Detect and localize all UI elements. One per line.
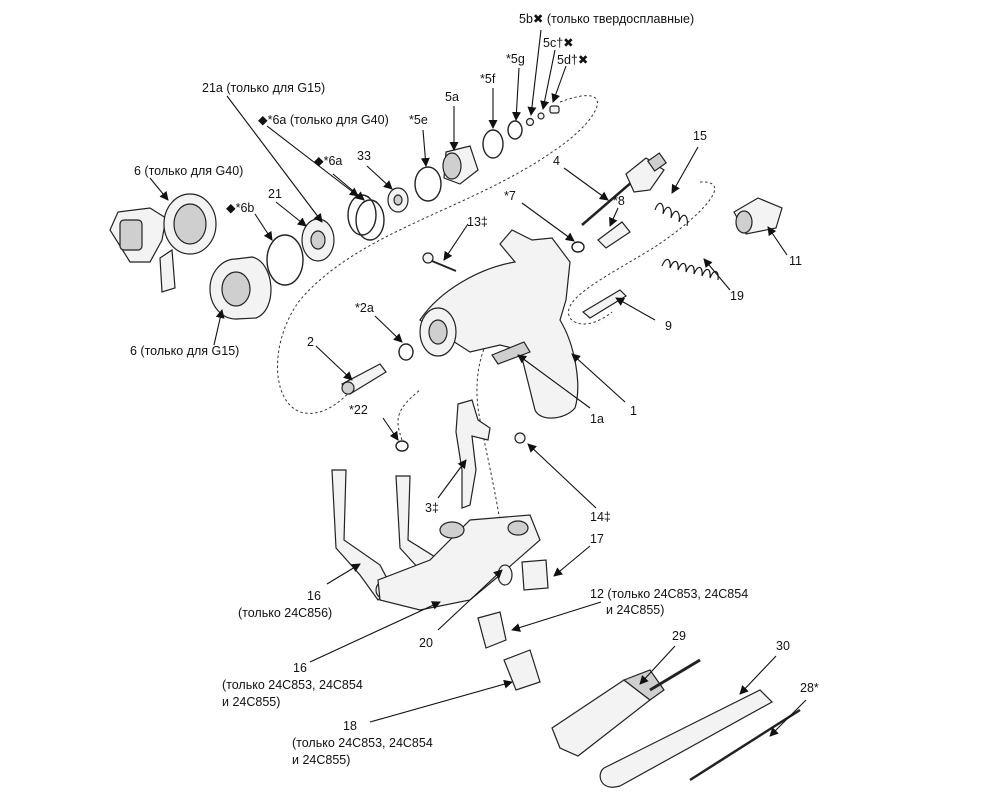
callout-16a-line1: 16 [307,589,321,603]
seal-6a-drawing [355,199,385,241]
leader-lines [149,29,807,737]
callout-6a-g40: ◆*6a (только для G40) [258,113,389,127]
callout-9: 9 [665,319,672,333]
assembly-path-rear [568,181,716,325]
callout-6b: ◆*6b [226,201,254,215]
callout-12-line1: 12 (только 24C853, 24C854 [590,587,748,601]
callout-5g: *5g [506,52,525,66]
callout-5e: *5e [409,113,428,127]
callout-30: 30 [776,639,790,653]
callout-4: 4 [553,154,560,168]
callout-29: 29 [672,629,686,643]
nut-5d-drawing [549,105,560,114]
manifold-plate-drawing [377,514,541,611]
callout-5f: *5f [480,72,496,86]
callout-21: 21 [268,187,282,201]
seal-5g-drawing [507,120,523,140]
callout-7: *7 [504,189,516,203]
callout-1: 1 [630,404,637,418]
callout-16b-line2: (только 24C853, 24C854 [222,678,363,692]
callout-5c: 5c†✖ [543,36,574,50]
diffuser-2-drawing [341,363,387,395]
spring-19-drawing [661,258,719,281]
callout-18-line1: 18 [343,719,357,733]
callout-12-line2: и 24C855) [606,603,664,617]
callout-1a: 1a [590,412,604,426]
gun-body-1-drawing [419,229,579,419]
fitting-20-drawing [497,564,513,586]
rod-9-drawing [581,289,627,319]
tip-housing-21-drawing [301,218,335,262]
callout-13: 13‡ [467,215,488,229]
seal-22-drawing [395,440,409,452]
screw-14-drawing [514,432,526,444]
callout-18-line3: и 24C855) [292,753,350,767]
tip-guard-g15-drawing [209,256,272,320]
callout-5a: 5a [445,90,459,104]
callout-20: 20 [419,636,433,650]
callout-28: 28* [800,681,819,695]
callout-6a: ◆*6a [314,154,342,168]
callout-8: *8 [613,194,625,208]
ball-5c-drawing [537,112,545,120]
plate-hole-a [439,521,465,539]
fitting-17-drawing [521,559,549,591]
seal-6a-g40-drawing [347,194,377,236]
cap-11-drawing [733,197,783,235]
callout-5d: 5d†✖ [557,53,588,67]
callout-11: 11 [789,254,802,268]
callout-16b-line3: и 24C855) [222,695,280,709]
callout-16b-line1: 16 [293,661,307,675]
seal-5e-drawing [414,166,442,202]
wrench-30-drawing [599,689,773,788]
callout-6-g15: 6 (только для G15) [130,344,239,358]
callout-3: 3‡ [425,501,439,515]
seal-7-drawing [571,241,585,253]
filter-12-drawing [477,611,507,649]
tip-guard-g40-drawing [109,193,217,293]
callout-33: 33 [357,149,371,163]
spring-15-drawing [654,202,688,227]
callout-14: 14‡ [590,510,611,524]
adapter-33-drawing [387,187,409,213]
needle-4-drawing [581,152,668,226]
seal-5f-drawing [482,129,504,159]
assembly-path-front [277,95,598,414]
plate-hole-b [507,520,529,536]
callout-22: *22 [349,403,368,417]
callout-6-g40: 6 (только для G40) [134,164,243,178]
callout-19: 19 [730,289,744,303]
callout-21a: 21a (только для G15) [202,81,325,95]
callout-5b: 5b✖ (только твердосплавные) [519,12,694,26]
callout-2: 2 [307,335,314,349]
seal-6b-drawing [266,234,304,286]
trigger-3-drawing [455,399,491,509]
seal-2a-drawing [398,343,414,361]
callout-2a: *2a [355,301,374,315]
callout-16a-line2: (только 24C856) [238,606,332,620]
seal-8-drawing [597,221,631,249]
callout-18-line2: (только 24C853, 24C854 [292,736,433,750]
callout-15: 15 [693,129,707,143]
tool-29-drawing [551,658,701,757]
brush-28-drawing [689,708,801,782]
pin-13-drawing [422,252,457,272]
assembly-path-tube [397,389,421,441]
callout-17: 17 [590,532,604,546]
adapter-18-drawing [503,649,541,691]
seat-5b-drawing [525,117,535,127]
seat-housing-5a-drawing [442,145,479,185]
